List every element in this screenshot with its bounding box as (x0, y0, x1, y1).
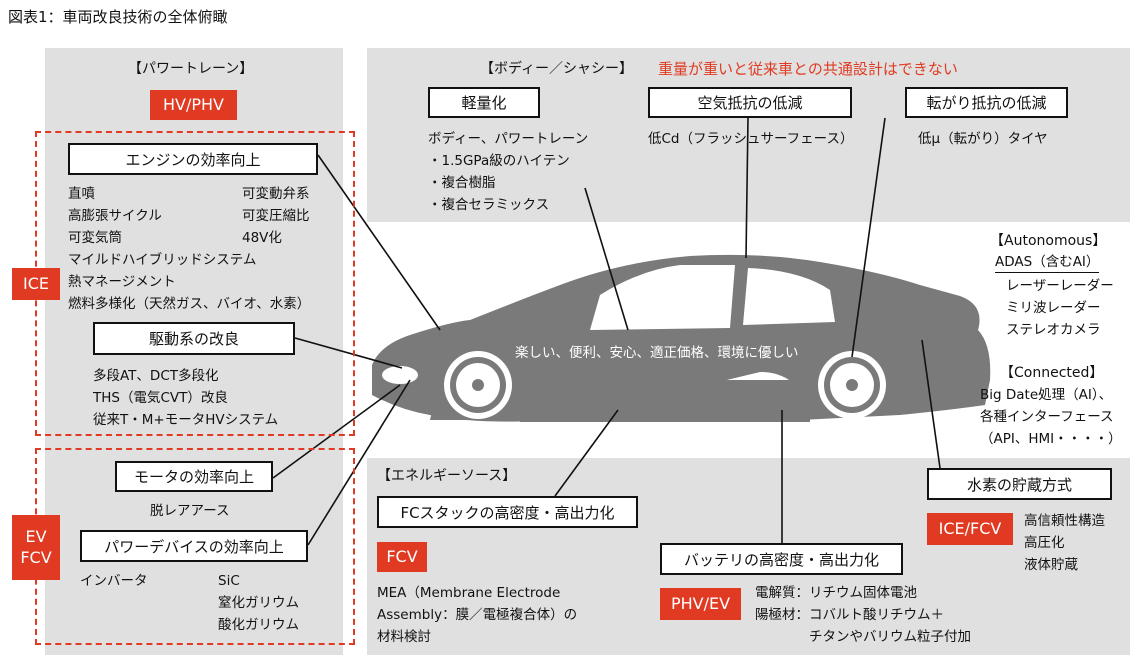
lightweight-items: ボディー、パワートレーン ・1.5GPa級のハイテン ・複合樹脂 ・複合セラミッ… (428, 128, 588, 216)
list-item: 高圧化 (1024, 535, 1065, 551)
list-item: 燃料多様化（天然ガス、バイオ、水素） (68, 296, 311, 312)
rolling-resistance-box: 転がり抵抗の低減 (905, 87, 1068, 118)
list-item: ・1.5GPa級のハイテン (428, 153, 570, 169)
autonomous-heading: 【Autonomous】 (990, 233, 1107, 249)
car-slogan: 楽しい、便利、安心、適正価格、環境に優しい (515, 345, 799, 361)
list-item: 熱マネージメント (68, 274, 176, 290)
connector-lines (272, 117, 941, 546)
list-item: ・複合セラミックス (428, 197, 550, 213)
battery-box: バッテリの高密度・高出力化 (660, 543, 903, 575)
engine-items-right: 可変動弁系 可変圧縮比 48V化 (242, 183, 310, 249)
list-item: 液体貯蔵 (1024, 557, 1078, 573)
energy-heading: 【エネルギーソース】 (377, 468, 517, 484)
list-item: 酸化ガリウム (218, 617, 299, 633)
hydrogen-items: 高信頼性構造 高圧化 液体貯蔵 (1024, 510, 1105, 576)
hv-phv-badge: HV/PHV (150, 90, 237, 120)
fcv-badge: FCV (377, 542, 427, 572)
powertrain-heading: 【パワートレーン】 (128, 61, 254, 77)
list-item: 高信頼性構造 (1024, 513, 1105, 529)
motor-item: 脱レアアース (150, 503, 230, 519)
list-item: Assembly：膜／電極複合体）の (377, 607, 578, 623)
engine-items-left: 直噴 高膨張サイクル 可変気筒 マイルドハイブリッドシステム 熱マネージメント … (68, 183, 310, 315)
drive-items: 多段AT、DCT多段化 THS（電気CVT）改良 従来T・M+モータHVシステム (93, 365, 278, 431)
list-item: 従来T・M+モータHVシステム (93, 412, 279, 428)
list-item: 直噴 (68, 186, 95, 202)
list-item: 多段AT、DCT多段化 (93, 368, 219, 384)
list-item: 可変気筒 (68, 230, 122, 246)
page-title: 図表1：車両改良技術の全体俯瞰 (8, 8, 228, 26)
fc-items: MEA（Membrane Electrode Assembly：膜／電極複合体）… (377, 582, 577, 648)
car-window-front (590, 265, 735, 330)
aero-box: 空気抵抗の低減 (648, 87, 852, 118)
list-item: 可変圧縮比 (242, 208, 310, 224)
body-heading: 【ボディー／シャシー】 (480, 61, 634, 77)
list-item: ステレオカメラ (1006, 322, 1101, 338)
autonomous-items: レーザーレーダー ミリ波レーダー ステレオカメラ (1006, 275, 1114, 341)
weight-warning: 重量が重いと従来車との共通設計はできない (658, 60, 958, 78)
list-item: （API、HMI・・・・） (980, 431, 1122, 447)
list-item: SiC (218, 573, 240, 589)
list-item: ミリ波レーダー (1006, 300, 1101, 316)
device-item: インバータ (80, 573, 148, 589)
car-window-rear (743, 268, 835, 325)
motor-efficiency-box: モータの効率向上 (115, 461, 273, 492)
lightweight-box: 軽量化 (428, 87, 540, 118)
list-item: マイルドハイブリッドシステム (68, 252, 257, 268)
list-item: 各種インターフェース (980, 409, 1114, 425)
list-item: チタンやバリウム粒子付加 (755, 629, 971, 645)
list-item: Big Date処理（AI）、 (980, 387, 1113, 403)
rear-wheel (818, 351, 886, 419)
phv-ev-badge: PHV/EV (660, 588, 741, 620)
list-item: レーザーレーダー (1006, 278, 1114, 294)
hydrogen-storage-box: 水素の貯蔵方式 (927, 468, 1112, 500)
rolling-item: 低μ（転がり）タイヤ (918, 131, 1048, 147)
ev-fcv-label: EV FCV (12, 515, 60, 580)
list-item: 電解質：リチウム固体電池 (755, 585, 917, 601)
ice-label: ICE (12, 268, 60, 300)
fc-stack-box: FCスタックの高密度・高出力化 (377, 496, 638, 528)
list-item: ボディー、パワートレーン (428, 131, 589, 147)
aero-item: 低Cd（フラッシュサーフェース） (648, 131, 854, 147)
battery-items: 電解質：リチウム固体電池 陽極材：コバルト酸リチウム＋ チタンやバリウム粒子付加 (755, 582, 971, 648)
list-item: 可変動弁系 (242, 186, 310, 202)
list-item: 陽極材：コバルト酸リチウム＋ (755, 607, 944, 623)
list-item: MEA（Membrane Electrode (377, 585, 561, 601)
list-item: 48V化 (242, 230, 282, 246)
connected-heading: 【Connected】 (1000, 365, 1104, 381)
list-item: THS（電気CVT）改良 (93, 390, 228, 406)
list-item: 高膨張サイクル (68, 208, 162, 224)
adas-label: ADAS（含むAI） (995, 252, 1100, 273)
ice-fcv-badge: ICE/FCV (927, 513, 1013, 545)
front-wheel (444, 351, 512, 419)
list-item: 窒化ガリウム (218, 595, 299, 611)
list-item: 材料検討 (377, 629, 431, 645)
connected-items: Big Date処理（AI）、 各種インターフェース （API、HMI・・・・） (980, 384, 1122, 450)
device-materials: SiC 窒化ガリウム 酸化ガリウム (218, 570, 299, 636)
engine-efficiency-box: エンジンの効率向上 (68, 143, 318, 175)
list-item: ・複合樹脂 (428, 175, 496, 191)
drivetrain-box: 駆動系の改良 (93, 322, 295, 355)
power-device-box: パワーデバイスの効率向上 (80, 530, 308, 562)
